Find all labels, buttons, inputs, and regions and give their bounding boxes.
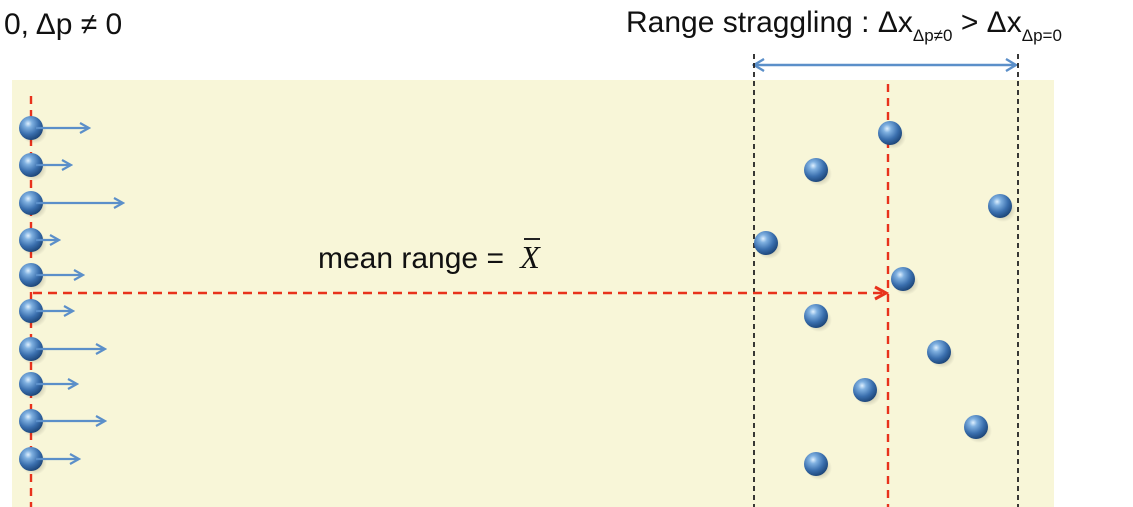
header-condition: 0, Δp ≠ 0 [4, 8, 123, 41]
stopped-particle [878, 121, 906, 149]
straggling-compare: > Δx [952, 6, 1022, 39]
incident-particle [19, 263, 47, 291]
stopped-particle [804, 304, 832, 332]
incident-particle [19, 191, 47, 219]
stopped-particle [754, 231, 782, 259]
stopped-particle [988, 194, 1016, 222]
stopped-particle [891, 267, 919, 295]
incident-particle [19, 153, 47, 181]
incident-particle [19, 337, 47, 365]
stopped-particle [964, 415, 992, 443]
incident-particle [19, 409, 47, 437]
range-straggling-title: Range straggling : ΔxΔp≠0 > ΔxΔp=0 [626, 6, 1062, 45]
mean-range-text: mean range = [318, 242, 513, 275]
stopped-particle [927, 340, 955, 368]
incident-particle [19, 299, 47, 327]
incident-particle [19, 447, 47, 475]
stopped-particle [804, 452, 832, 480]
stopped-particle [804, 158, 832, 186]
mean-range-label: mean range = X [318, 238, 540, 275]
subscript-dp-eq: Δp=0 [1021, 26, 1062, 45]
incident-particle [19, 228, 47, 256]
stopped-particle [853, 378, 881, 406]
incident-particle [19, 116, 47, 144]
incident-particle [19, 372, 47, 400]
subscript-dp-neq: Δp≠0 [912, 26, 953, 45]
straggling-prefix: Range straggling : Δx [626, 6, 913, 39]
mean-range-symbol: X [520, 238, 540, 275]
